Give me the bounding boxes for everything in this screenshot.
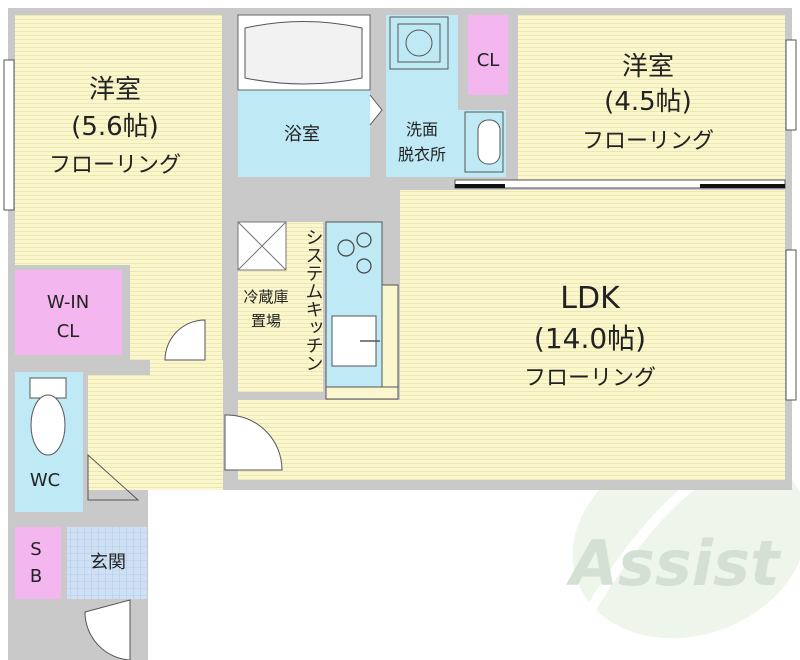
washing-machine-drum [405,29,433,57]
shoebox-label-1: S [30,539,41,560]
walkin-label-2: CL [57,321,80,342]
western-left-floor: フローリング [49,153,181,178]
western-room-right [518,15,785,180]
watermark-text: Assist [565,527,782,600]
washroom-label-1: 洗面 [406,120,438,139]
entrance [67,527,147,599]
washing-machine [389,16,449,70]
western-right-floor: フローリング [582,129,714,154]
bath-door [369,94,383,126]
kitchen-counter-edge [325,386,399,400]
fridge-label-2: 置場 [251,312,281,330]
hall-door [224,414,283,471]
stove-icon [337,232,372,274]
walk-in-closet [15,270,122,355]
wc-door [87,453,140,501]
ldk-floor: フローリング [524,366,656,391]
fridge-label-1: 冷蔵庫 [243,288,288,306]
ldk-size: (14.0帖) [534,322,646,355]
western-left-size: (5.6帖) [71,112,159,142]
ldk-room [400,190,785,480]
washroom-label-2: 脱衣所 [398,145,446,164]
closet-door-left [164,319,206,361]
closet-top-label: CL [477,50,500,71]
shoebox-label-2: B [30,566,42,587]
western-right-name: 洋室 [622,52,674,82]
windows [3,39,797,401]
toilet-bowl [30,394,66,456]
fridge-cross-b [237,221,287,271]
kitchen-side-strip [381,284,399,388]
washing-machine-inner [397,23,441,63]
doors [84,94,383,660]
closet-top [468,15,508,95]
bathtub-basin [244,21,363,85]
kitchen-label: システムキッチン [303,228,324,372]
wc-label: WC [30,470,60,491]
western-left-name: 洋室 [89,75,141,105]
entrance-door [84,599,131,660]
walkin-label-1: W-IN [47,292,89,313]
window-black-strip-right [700,184,785,188]
western-right-size: (4.5帖) [604,87,692,117]
entrance-label: 玄関 [90,552,126,573]
bathroom-label: 浴室 [284,124,320,145]
hallway-upper [150,360,223,380]
western-room-left [15,15,222,265]
ldk-name: LDK [560,281,621,316]
wash-basin-bowl [477,119,501,165]
window-black-strip-left [455,184,505,188]
hallway [88,375,223,490]
shoe-box [15,527,61,599]
